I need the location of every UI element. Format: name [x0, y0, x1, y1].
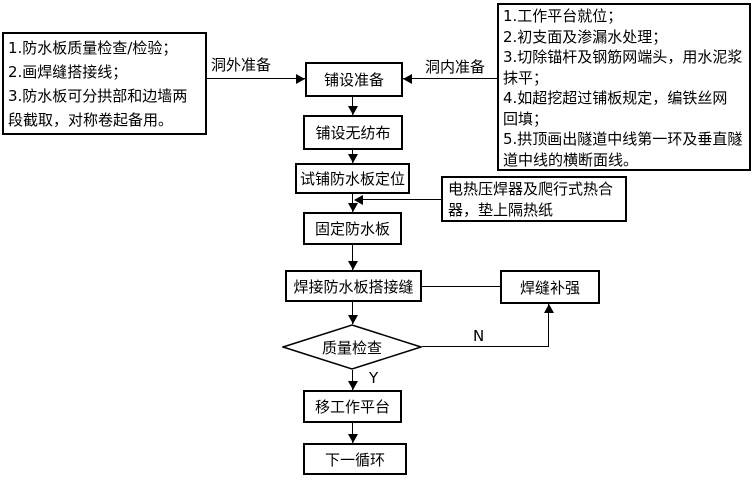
note-line: 3.切除锚杆及钢筋网端头，用水泥浆 — [503, 48, 743, 66]
edge-label-no: N — [473, 327, 485, 345]
outside-prep-note-box: 1.防水板质量检查/检验； 2.画焊缝搭接线； 3.防水板可分拱部和边墙两 段截… — [2, 32, 207, 135]
edge-label-yes: Y — [369, 369, 379, 387]
arrowhead-left-icon — [354, 195, 363, 205]
arrowhead-down-icon — [348, 434, 358, 443]
connector-decision-to-move — [352, 370, 353, 390]
node-weld-lap-seams: 焊接防水板搭接缝 — [285, 270, 422, 302]
note-line: 4.如超挖超过铺板规定，编铁丝网 — [503, 89, 728, 107]
note-line: 1.工作平台就位； — [503, 7, 623, 25]
arrowhead-down-icon — [348, 381, 358, 390]
node-lay-geotextile: 铺设无纺布 — [303, 115, 403, 150]
note-line: 回填； — [503, 109, 549, 128]
arrowhead-down-icon — [348, 315, 358, 324]
connector-decision-no-branch — [422, 346, 549, 347]
edge-label-outside-prep: 洞外准备 — [211, 56, 272, 74]
connector-inside-prep — [403, 78, 497, 79]
note-line: 5.拱顶画出隧道中线第一环及垂直隧 — [503, 130, 743, 148]
connector-outside-prep — [207, 78, 305, 79]
arrowhead-down-icon — [348, 261, 358, 270]
node-move-work-platform: 移工作平台 — [303, 390, 402, 423]
connector-fix-to-weld — [352, 245, 353, 270]
note-line: 3.防水板可分拱部和边墙两 — [8, 87, 188, 105]
node-next-cycle: 下一循环 — [303, 443, 407, 475]
note-line: 电热压焊器及爬行式热合 — [448, 180, 614, 198]
arrowhead-right-icon — [296, 74, 305, 84]
connector-move-to-next — [352, 423, 353, 443]
connector-no-up-to-reinforce — [548, 304, 549, 347]
welder-equipment-note-box: 电热压焊器及爬行式热合 器，垫上隔热纸 — [441, 176, 627, 222]
arrowhead-left-icon — [403, 74, 412, 84]
diamond-shape-icon — [282, 324, 422, 370]
connector-weld-to-reinforce — [422, 286, 500, 287]
connector-weld-to-decision — [352, 302, 353, 324]
quality-check-label: 质量检查 — [321, 338, 382, 357]
note-line: 道中线的横断面线。 — [503, 150, 639, 169]
arrowhead-down-icon — [348, 106, 358, 115]
note-line: 2.初支面及渗漏水处理； — [503, 27, 668, 46]
note-line: 2.画焊缝搭接线； — [8, 63, 128, 81]
arrowhead-up-icon — [544, 304, 554, 313]
note-line: 段截取，对称卷起备用。 — [8, 111, 174, 129]
connector-welder-note — [356, 199, 441, 200]
note-line: 抹平； — [503, 68, 549, 87]
node-trial-lay-position: 试铺防水板定位 — [295, 163, 410, 194]
node-quality-check-decision: 质量检查 — [282, 324, 422, 370]
node-fix-waterproof-board: 固定防水板 — [303, 212, 402, 245]
note-line: 1.防水板质量检查/检验； — [8, 39, 178, 57]
arrowhead-down-icon — [348, 203, 358, 212]
edge-label-inside-prep: 洞内准备 — [425, 58, 486, 76]
node-seam-reinforcement: 焊缝补强 — [500, 270, 600, 304]
inside-prep-note-box: 1.工作平台就位； 2.初支面及渗漏水处理； 3.切除锚杆及钢筋网端头，用水泥浆… — [497, 3, 751, 171]
node-laying-preparation: 铺设准备 — [305, 62, 403, 97]
arrowhead-down-icon — [348, 154, 358, 163]
note-line: 器，垫上隔热纸 — [448, 201, 554, 219]
